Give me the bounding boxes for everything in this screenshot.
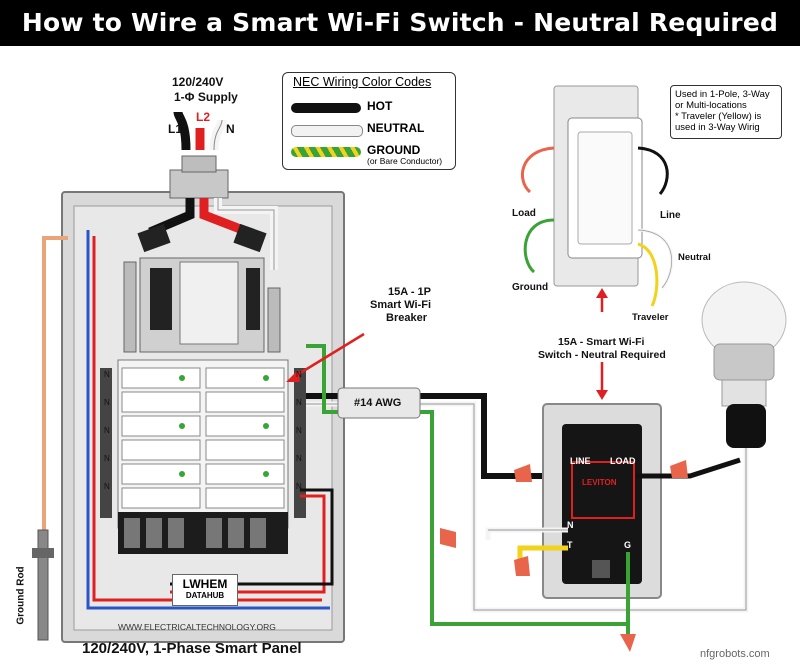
breaker-label-3: Breaker — [386, 312, 427, 324]
breaker-label-1: 15A - 1P — [388, 286, 432, 298]
breaker-n-7: N — [296, 426, 302, 435]
color-code-legend: NEC Wiring Color Codes HOT NEUTRAL GROUN… — [282, 72, 456, 170]
legend-item-hot: HOT — [291, 99, 451, 115]
smart-switch-device — [562, 424, 642, 584]
entry-hub — [169, 169, 229, 199]
neutral-swatch — [291, 125, 363, 137]
switch-callout-1: 15A - Smart Wi-Fi — [558, 336, 645, 348]
panel-caption: 120/240V, 1-Phase Smart Panel — [82, 640, 302, 657]
breaker-n-8: N — [296, 454, 302, 463]
wire-nut-traveler — [514, 556, 530, 576]
lamp-socket — [726, 404, 766, 448]
ground-label: GROUND — [367, 143, 421, 157]
device-line-terminal: LINE — [570, 456, 591, 466]
switch-callout-2: Switch - Neutral Required — [538, 349, 666, 361]
top-load-wire — [521, 146, 555, 194]
breaker-n-9: N — [296, 482, 302, 491]
device-t-terminal: T — [567, 540, 573, 550]
switch-neutral-label: Neutral — [678, 252, 711, 263]
neutral-bar-right — [267, 287, 281, 353]
wire-nut-load — [670, 460, 688, 478]
note-line-1: Used in 1-Pole, 3-Way — [675, 89, 770, 100]
note-line-4: used in 3-Way Wirig — [675, 122, 760, 133]
switch-traveler-label: Traveler — [632, 312, 669, 323]
supply-l2-label: L2 — [196, 110, 211, 124]
wire-nut-line — [514, 464, 532, 482]
ground-swatch — [291, 147, 361, 157]
page-title: How to Wire a Smart Wi-Fi Switch - Neutr… — [0, 0, 800, 46]
top-traveler-wire — [637, 242, 659, 307]
breaker-n-3: N — [104, 454, 110, 463]
breaker-n-1: N — [104, 398, 110, 407]
datahub-line-1: LWHEM — [182, 577, 228, 591]
breaker-rows — [121, 367, 285, 509]
switch-line-label: Line — [660, 210, 681, 221]
supply-wire-l1 — [173, 111, 191, 151]
datahub-line-2: DATAHUB — [185, 591, 225, 600]
switch-load-label: Load — [512, 208, 536, 219]
panel-footer-url: WWW.ELECTRICALTECHNOLOGY.ORG — [118, 622, 276, 632]
supply-n-label: N — [226, 122, 235, 136]
breaker-n-6: N — [296, 398, 302, 407]
watermark: nfgrobots.com — [700, 648, 770, 660]
device-g-terminal: G — [624, 540, 632, 550]
wire-nut-ground — [620, 634, 636, 652]
usage-note: Used in 1-Pole, 3-Way or Multi-locations… — [670, 85, 782, 139]
neutral-bar-left — [123, 261, 137, 353]
ground-rod — [37, 529, 49, 641]
hot-label: HOT — [367, 99, 393, 113]
switch-ground-label: Ground — [512, 282, 549, 293]
datahub-module: LWHEM DATAHUB — [172, 574, 238, 606]
cable-neutral — [306, 401, 749, 613]
device-load-terminal: LOAD — [610, 456, 636, 466]
breaker-n-4: N — [104, 482, 110, 491]
breaker-n-2: N — [104, 426, 110, 435]
wire-nut-neutral — [440, 528, 456, 548]
device-brand: LEVITON — [582, 478, 617, 487]
note-line-2: or Multi-locations — [675, 100, 747, 111]
legend-item-ground: GROUND (or Bare Conductor) — [291, 143, 451, 167]
supply-voltage: 120/240V — [172, 75, 224, 89]
breaker-arrow — [291, 332, 365, 380]
top-line-wire — [637, 146, 669, 195]
device-n-terminal: N — [567, 520, 574, 530]
ground-rod-label: Ground Rod — [15, 566, 27, 625]
supply-l1-label: L1 — [168, 122, 183, 136]
load-wire — [636, 457, 741, 479]
breaker-n-0: N — [104, 370, 110, 379]
breaker-label-2: Smart Wi-Fi — [370, 299, 432, 311]
top-ground-wire — [523, 218, 555, 274]
cable-jacket — [337, 387, 421, 419]
legend-heading: NEC Wiring Color Codes — [293, 75, 432, 89]
switch-traveler — [517, 545, 568, 560]
legend-item-neutral: NEUTRAL — [291, 121, 451, 137]
hot-swatch — [291, 103, 361, 113]
ground-sublabel: (or Bare Conductor) — [367, 156, 443, 166]
breaker-n-5: N — [296, 370, 302, 379]
supply-phase: 1-Φ Supply — [174, 90, 238, 104]
neutral-label: NEUTRAL — [367, 121, 425, 135]
cable-gauge-label: #14 AWG — [354, 397, 402, 409]
note-line-3: * Traveler (Yellow) is — [675, 111, 762, 122]
